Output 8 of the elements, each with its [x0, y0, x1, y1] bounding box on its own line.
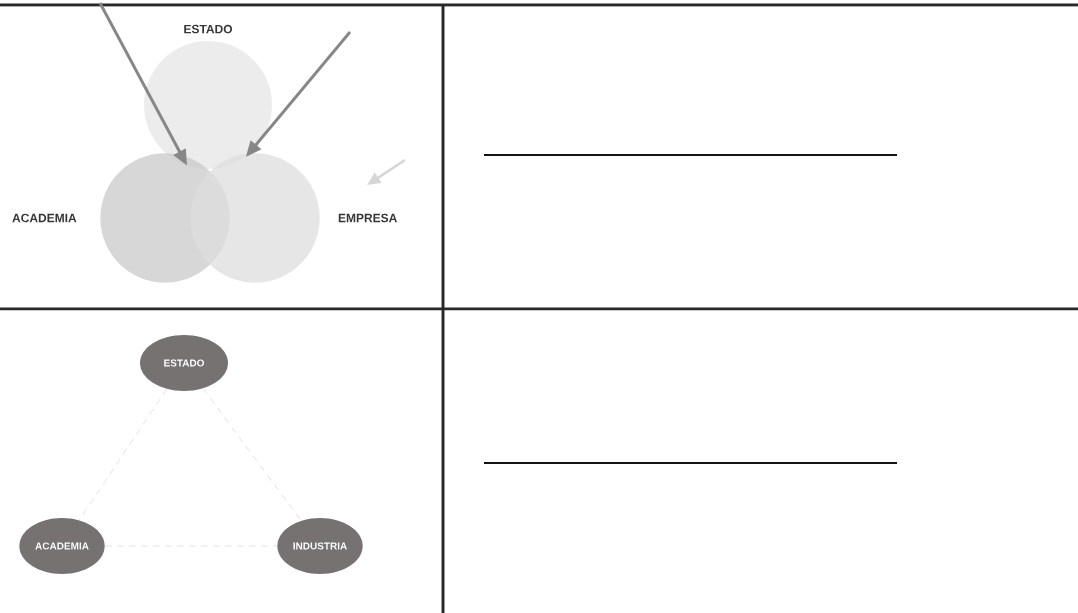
ellipse-node: ESTADO [140, 335, 228, 391]
node-label: ACADEMIA [12, 213, 77, 223]
node-label: ESTADO [184, 24, 233, 34]
node-label: EMPRESA [338, 213, 397, 223]
ellipse-node: INDUSTRIA [277, 518, 363, 574]
ellipse-node: ACADEMIA [19, 518, 105, 574]
connector-line [79, 388, 167, 521]
connector-line [202, 388, 302, 521]
